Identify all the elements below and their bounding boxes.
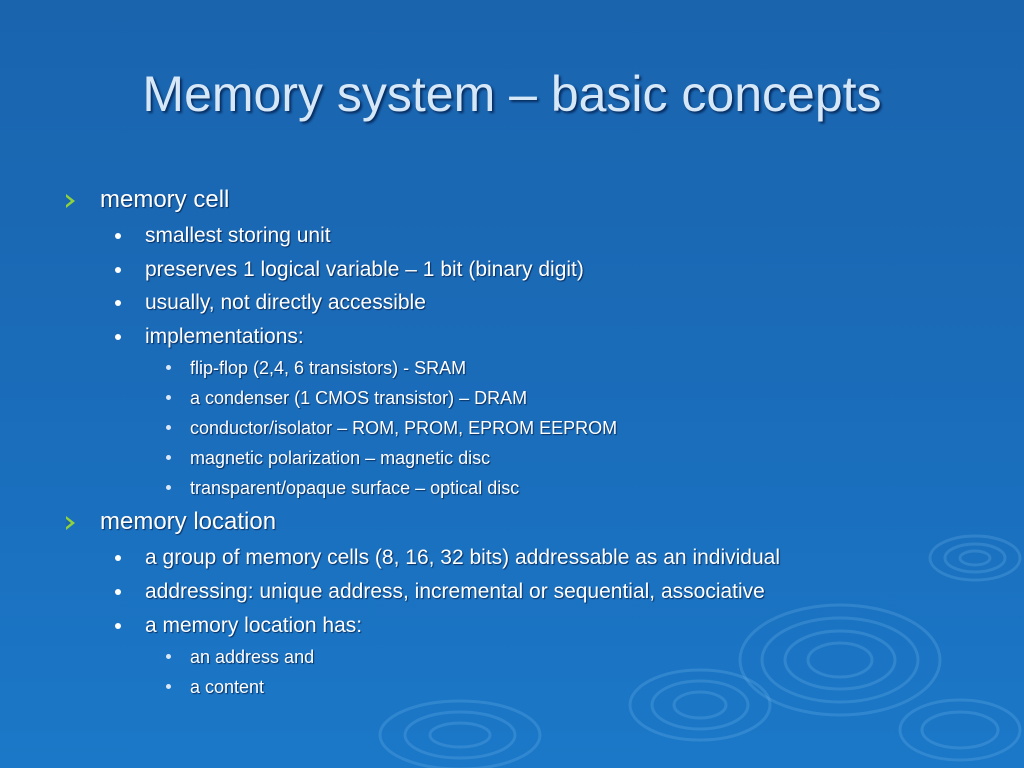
- dot-bullet-icon: [115, 267, 121, 273]
- dot-bullet-icon: [115, 589, 121, 595]
- small-dot-bullet-icon: [166, 654, 171, 659]
- small-dot-bullet-icon: [166, 425, 171, 430]
- small-dot-bullet-icon: [166, 485, 171, 490]
- small-dot-bullet-icon: [166, 684, 171, 689]
- dot-bullet-icon: [115, 623, 121, 629]
- dot-bullet-icon: [115, 300, 121, 306]
- dot-bullet-icon: [115, 233, 121, 239]
- arrow-bullet-icon: [66, 516, 75, 530]
- dot-bullet-icon: [115, 555, 121, 561]
- dot-bullet-icon: [115, 334, 121, 340]
- arrow-bullet-icon: [66, 194, 75, 208]
- small-dot-bullet-icon: [166, 395, 171, 400]
- small-dot-bullet-icon: [166, 455, 171, 460]
- small-dot-bullet-icon: [166, 365, 171, 370]
- slide-title: Memory system – basic concepts: [142, 66, 882, 122]
